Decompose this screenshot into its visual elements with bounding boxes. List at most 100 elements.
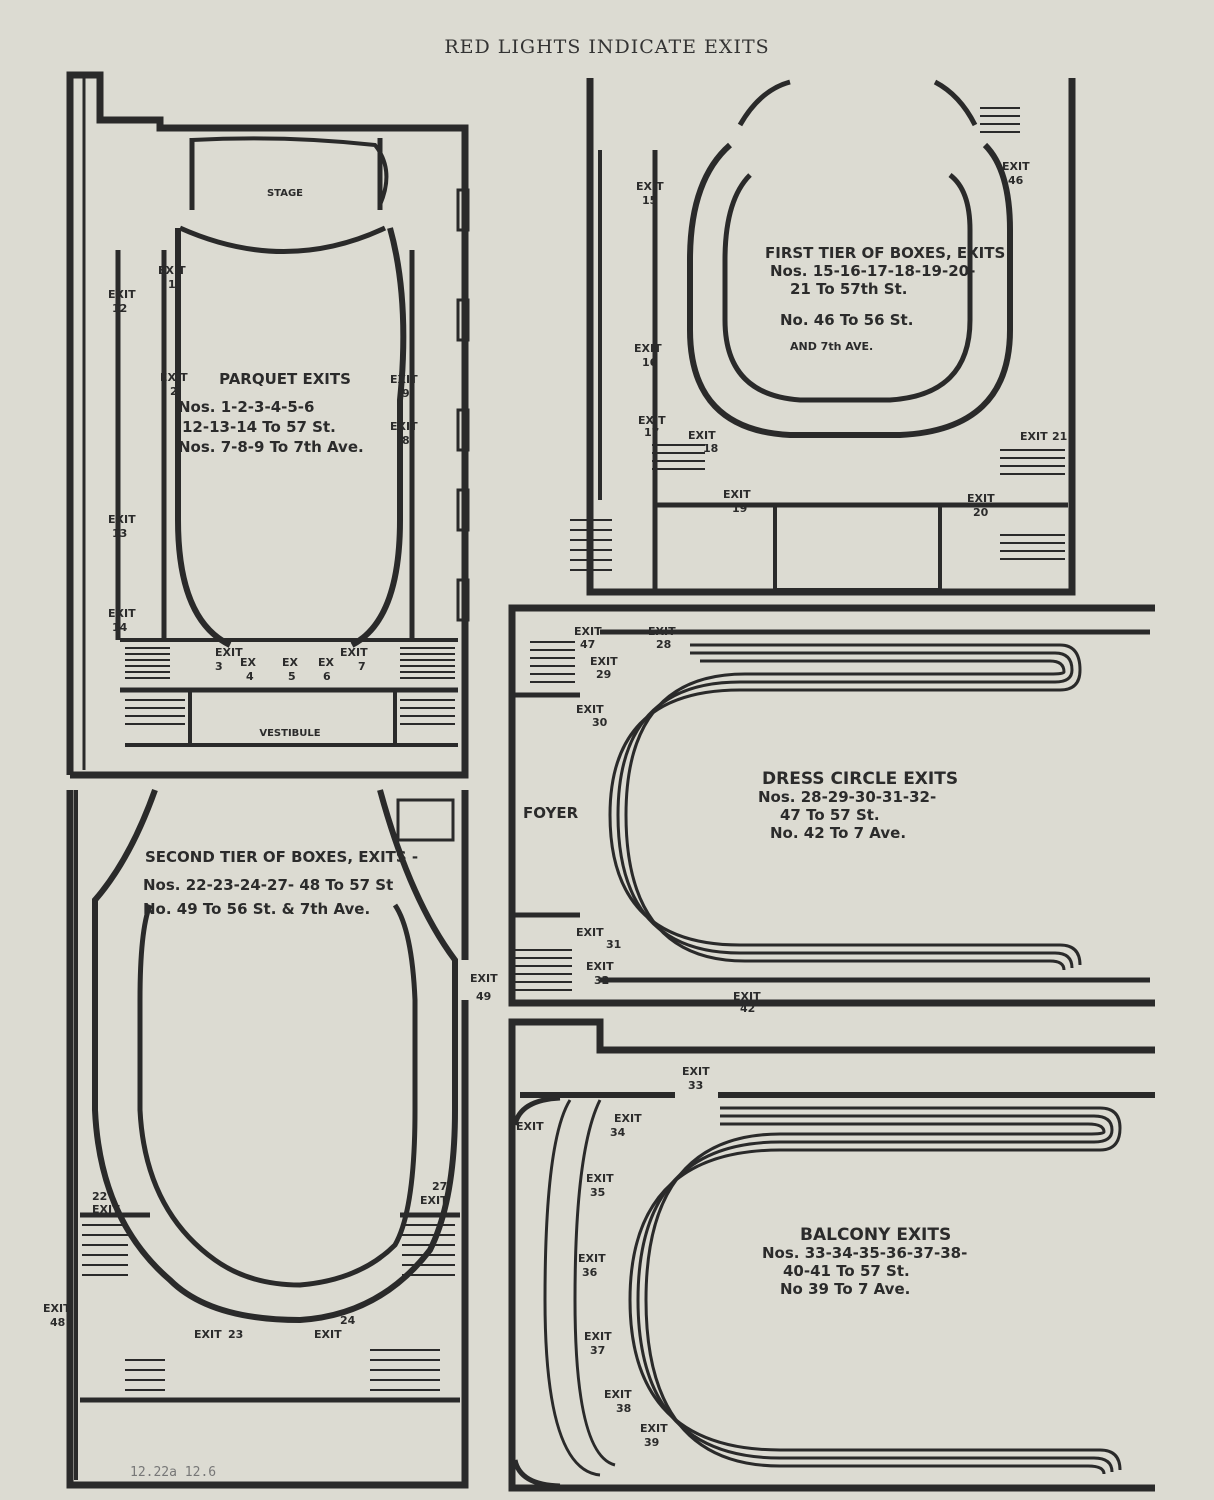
foyer-label: FOYER — [523, 804, 579, 822]
svg-text:EXIT: EXIT — [1020, 430, 1048, 443]
svg-text:36: 36 — [582, 1266, 598, 1279]
dress-circle-outer-wall — [508, 604, 1155, 1007]
first-tier-boxes-inner — [722, 173, 973, 403]
parquet-heading: PARQUET EXITS — [219, 370, 351, 388]
dress-circle-line2: Nos. 28-29-30-31-32- — [758, 788, 936, 806]
svg-text:2: 2 — [170, 385, 178, 398]
svg-text:EXIT: EXIT — [314, 1328, 342, 1341]
second-tier-stairs — [82, 1224, 455, 1391]
second-tier-plan: SECOND TIER OF BOXES, EXITS - Nos. 22-23… — [43, 788, 498, 1489]
dress-circle-line3: 47 To 57 St. — [780, 806, 880, 824]
svg-text:EXIT: EXIT — [682, 1065, 710, 1078]
svg-text:30: 30 — [592, 716, 608, 729]
svg-text:EX: EX — [318, 656, 335, 669]
svg-text:EXIT: EXIT — [636, 180, 664, 193]
stage-back — [191, 136, 389, 206]
svg-text:EXIT: EXIT — [108, 513, 136, 526]
svg-text:29: 29 — [596, 668, 611, 681]
first-tier-line1: FIRST TIER OF BOXES, EXITS — [765, 244, 1005, 262]
second-tier-exit-23: EXIT 23 — [194, 1328, 243, 1341]
svg-text:35: 35 — [590, 1186, 605, 1199]
svg-text:49: 49 — [476, 990, 491, 1003]
second-tier-outer-wall — [66, 790, 469, 1489]
svg-text:EXIT: EXIT — [215, 646, 243, 659]
svg-text:38: 38 — [616, 1402, 631, 1415]
archive-pencil-note: 12.22a 12.6 — [130, 1465, 217, 1480]
svg-text:EXIT: EXIT — [584, 1330, 612, 1343]
first-tier-line3: 21 To 57th St. — [790, 280, 907, 298]
svg-text:39: 39 — [644, 1436, 659, 1449]
first-tier-line5: AND 7th AVE. — [790, 340, 873, 353]
parquet-line3: Nos. 7-8-9 To 7th Ave. — [178, 438, 364, 456]
svg-text:31: 31 — [606, 938, 621, 951]
dress-circle-line4: No. 42 To 7 Ave. — [770, 824, 906, 842]
svg-text:37: 37 — [590, 1344, 605, 1357]
first-tier-outer-wall — [586, 78, 1076, 596]
second-tier-box-room — [396, 798, 455, 842]
parquet-windows — [456, 188, 470, 622]
svg-text:14: 14 — [112, 621, 128, 634]
svg-text:EX: EX — [282, 656, 299, 669]
svg-text:EXIT: EXIT — [194, 1328, 222, 1341]
svg-text:EXIT: EXIT — [1002, 160, 1030, 173]
dress-circle-plan: FOYER DRESS CIRCLE EXITS Nos. 28-29-30-3… — [508, 604, 1155, 1015]
svg-text:3: 3 — [215, 660, 223, 673]
svg-text:7: 7 — [358, 660, 366, 673]
first-tier-line2: Nos. 15-16-17-18-19-20- — [770, 262, 975, 280]
svg-text:EXIT: EXIT — [723, 488, 751, 501]
balcony-left-arc-top — [512, 1095, 561, 1126]
svg-text:28: 28 — [656, 638, 671, 651]
svg-text:EXIT: EXIT — [576, 703, 604, 716]
svg-text:8: 8 — [402, 434, 410, 447]
svg-text:EXIT: EXIT — [390, 420, 418, 433]
svg-text:23: 23 — [228, 1328, 243, 1341]
stage-walls — [189, 138, 383, 210]
svg-text:4: 4 — [246, 670, 254, 683]
svg-text:EXIT: EXIT — [470, 972, 498, 985]
svg-text:24: 24 — [340, 1314, 356, 1327]
balcony-line2: Nos. 33-34-35-36-37-38- — [762, 1244, 967, 1262]
svg-text:9: 9 — [402, 387, 410, 400]
balcony-line1: BALCONY EXITS — [800, 1225, 951, 1245]
svg-text:EX: EX — [240, 656, 257, 669]
second-tier-line1: SECOND TIER OF BOXES, EXITS - — [145, 848, 418, 866]
parquet-stairs — [125, 647, 455, 725]
svg-text:12: 12 — [112, 302, 127, 315]
balcony-line3: 40-41 To 57 St. — [783, 1262, 910, 1280]
first-tier-plan: FIRST TIER OF BOXES, EXITS Nos. 15-16-17… — [570, 78, 1076, 596]
svg-text:34: 34 — [610, 1126, 626, 1139]
svg-text:33: 33 — [688, 1079, 703, 1092]
svg-text:27: 27 — [432, 1180, 447, 1193]
first-tier-lobby — [773, 503, 942, 592]
svg-text:17: 17 — [644, 426, 659, 439]
balcony-left-arc-bottom — [512, 1459, 561, 1489]
svg-text:EXIT: EXIT — [578, 1252, 606, 1265]
svg-text:EXIT: EXIT — [638, 414, 666, 427]
svg-text:EXIT: EXIT — [590, 655, 618, 668]
svg-text:EXIT: EXIT — [108, 288, 136, 301]
